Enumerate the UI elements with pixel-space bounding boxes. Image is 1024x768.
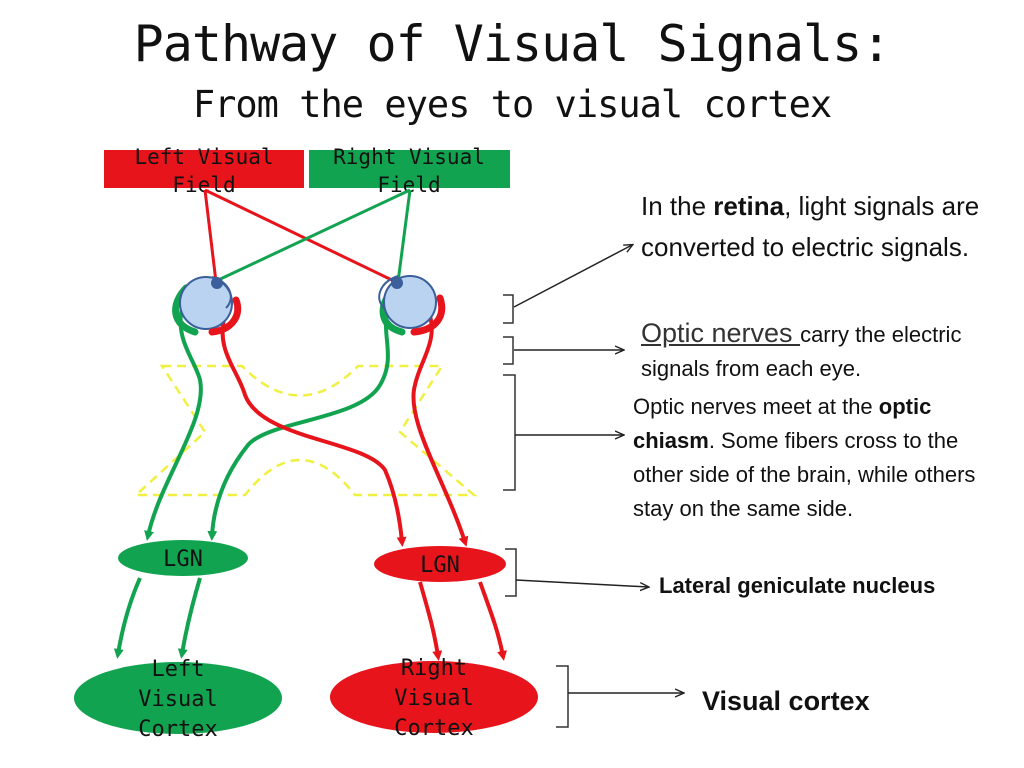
left-cortex-label-line1: Left xyxy=(152,657,205,682)
green-path-left-lgn-to-left-cortex-outer xyxy=(113,577,142,659)
green-path-right-eye-to-left-lgn xyxy=(207,304,392,541)
optic-chiasm-bracket xyxy=(503,374,516,491)
optic-chiasm-note-post: . Some fibers cross to the other side of… xyxy=(633,428,976,521)
left-field-ray-to-right-eye xyxy=(204,188,397,284)
left-lgn-label: LGN xyxy=(163,547,203,572)
retina-note-post: , light signals are converted to electri… xyxy=(641,191,980,262)
right-visual-cortex-oval xyxy=(330,661,538,733)
optic-nerves-note-post: carry the electric signals from each eye… xyxy=(641,322,962,381)
lgn-full-name-note: Lateral geniculate nucleus xyxy=(659,573,936,598)
red-path-right-lgn-to-right-cortex-outer xyxy=(478,581,507,661)
page-title: Pathway of Visual Signals: xyxy=(133,15,892,73)
optic-chiasm-note-bold: optic chiasm xyxy=(633,394,932,453)
left-eye xyxy=(172,276,242,336)
red-path-left-eye-to-right-lgn xyxy=(220,314,407,547)
lgn-bracket xyxy=(505,548,517,597)
optic-nerve-bracket xyxy=(503,336,514,365)
right-lgn-label: LGN xyxy=(420,553,460,578)
cortex-bracket xyxy=(556,665,569,728)
red-path-right-lgn-to-right-cortex-inner xyxy=(418,581,443,661)
right-cortex-label-line3: Cortex xyxy=(394,716,473,741)
green-path-left-eye-to-left-lgn xyxy=(144,307,203,541)
visual-cortex-note: Visual cortex xyxy=(702,686,870,716)
red-path-right-eye-to-right-lgn xyxy=(411,309,469,547)
left-visual-cortex-oval xyxy=(74,662,282,734)
retina-note-pre: In the xyxy=(641,191,714,221)
left-field-ray-to-left-eye xyxy=(203,189,218,283)
retina-note: In the retina, light signals are convert… xyxy=(641,186,1001,268)
retina-note-bold: retina xyxy=(713,191,785,221)
optic-chiasm-note: Optic nerves meet at the optic chiasm. S… xyxy=(633,390,1003,526)
optic-chiasm-note-pre: Optic nerves meet at the xyxy=(633,394,879,419)
left-visual-field-bar xyxy=(104,150,304,188)
right-field-ray-to-right-eye xyxy=(396,189,412,283)
left-visual-field-label-line1: Left Visual xyxy=(134,145,273,169)
right-field-ray-to-left-eye xyxy=(213,188,411,284)
optic-nerves-note: Optic nerves carry the electric signals … xyxy=(641,316,1001,386)
right-lgn-oval xyxy=(374,546,506,582)
green-path-left-lgn-to-left-cortex-inner xyxy=(177,577,202,659)
retina-pointer-arrow xyxy=(513,245,632,308)
optic-nerves-link[interactable]: Optic nerves xyxy=(641,318,801,348)
left-cortex-label-line3: Cortex xyxy=(138,717,217,742)
right-cortex-label-line1: Right xyxy=(401,656,467,681)
left-lgn-oval xyxy=(118,540,248,576)
right-cortex-label-line2: Visual xyxy=(394,686,473,711)
optic-chiasm-outline xyxy=(132,364,478,497)
right-visual-field-bar xyxy=(309,150,510,188)
right-eye xyxy=(378,275,446,336)
left-cortex-label-line2: Visual xyxy=(138,687,217,712)
retina-bracket xyxy=(503,294,514,324)
right-visual-field-label-line1: Right Visual xyxy=(333,145,485,169)
lgn-pointer-arrow xyxy=(515,579,648,587)
page-subtitle: From the eyes to visual cortex xyxy=(192,83,832,126)
